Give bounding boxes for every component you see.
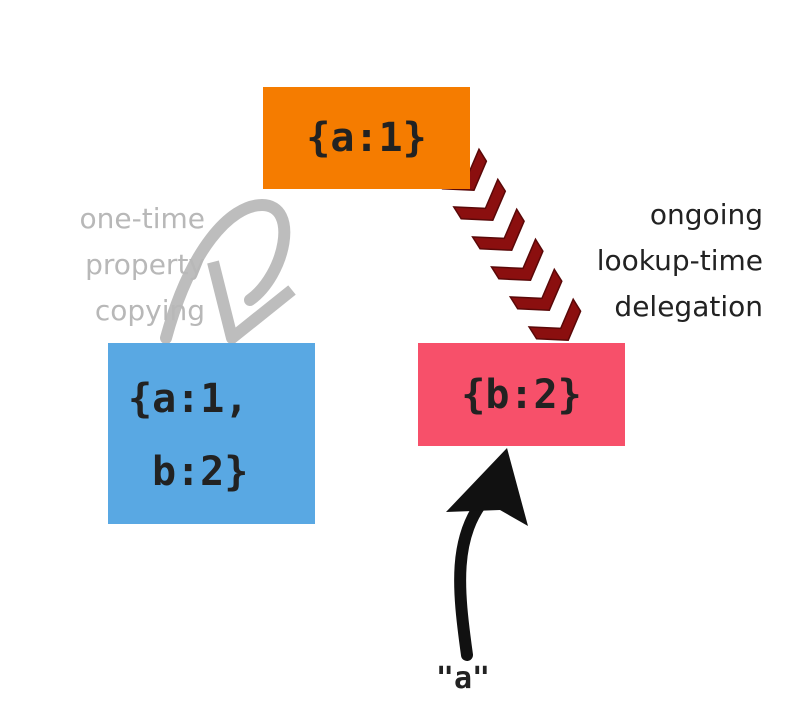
chevron-segment	[452, 177, 507, 221]
delegation-label-line1: ongoing	[649, 198, 763, 231]
copy-label-line2: property	[85, 248, 205, 281]
delegation-label: ongoing lookup-time delegation	[597, 192, 763, 330]
delegation-label-line2: lookup-time	[596, 244, 763, 277]
copied-object-line2: b:2}	[152, 449, 249, 495]
copy-label-line1: one-time	[79, 202, 205, 235]
lookup-arrow-head	[446, 448, 528, 526]
lookup-arrow	[454, 489, 494, 661]
copied-object-line1: {a:1,	[128, 376, 249, 422]
copied-object-box: {a:1, b:2}	[108, 343, 315, 524]
chevron-segment	[508, 267, 563, 311]
object-b2-box: {b:2}	[418, 343, 625, 446]
delegation-label-line3: delegation	[614, 290, 763, 323]
object-b2-label: {b:2}	[461, 371, 582, 418]
copy-label: one-time property copying	[80, 196, 205, 334]
copy-arrow	[160, 198, 291, 344]
chevron-segment	[471, 207, 525, 251]
chevron-segment	[527, 297, 582, 341]
copy-arrow-head	[207, 260, 296, 344]
object-a1-box: {a:1}	[263, 87, 470, 189]
chevron-segment	[490, 237, 544, 281]
object-a1-label: {a:1}	[306, 115, 427, 161]
copy-label-line3: copying	[94, 294, 205, 327]
lookup-key-label: "a"	[435, 661, 491, 696]
